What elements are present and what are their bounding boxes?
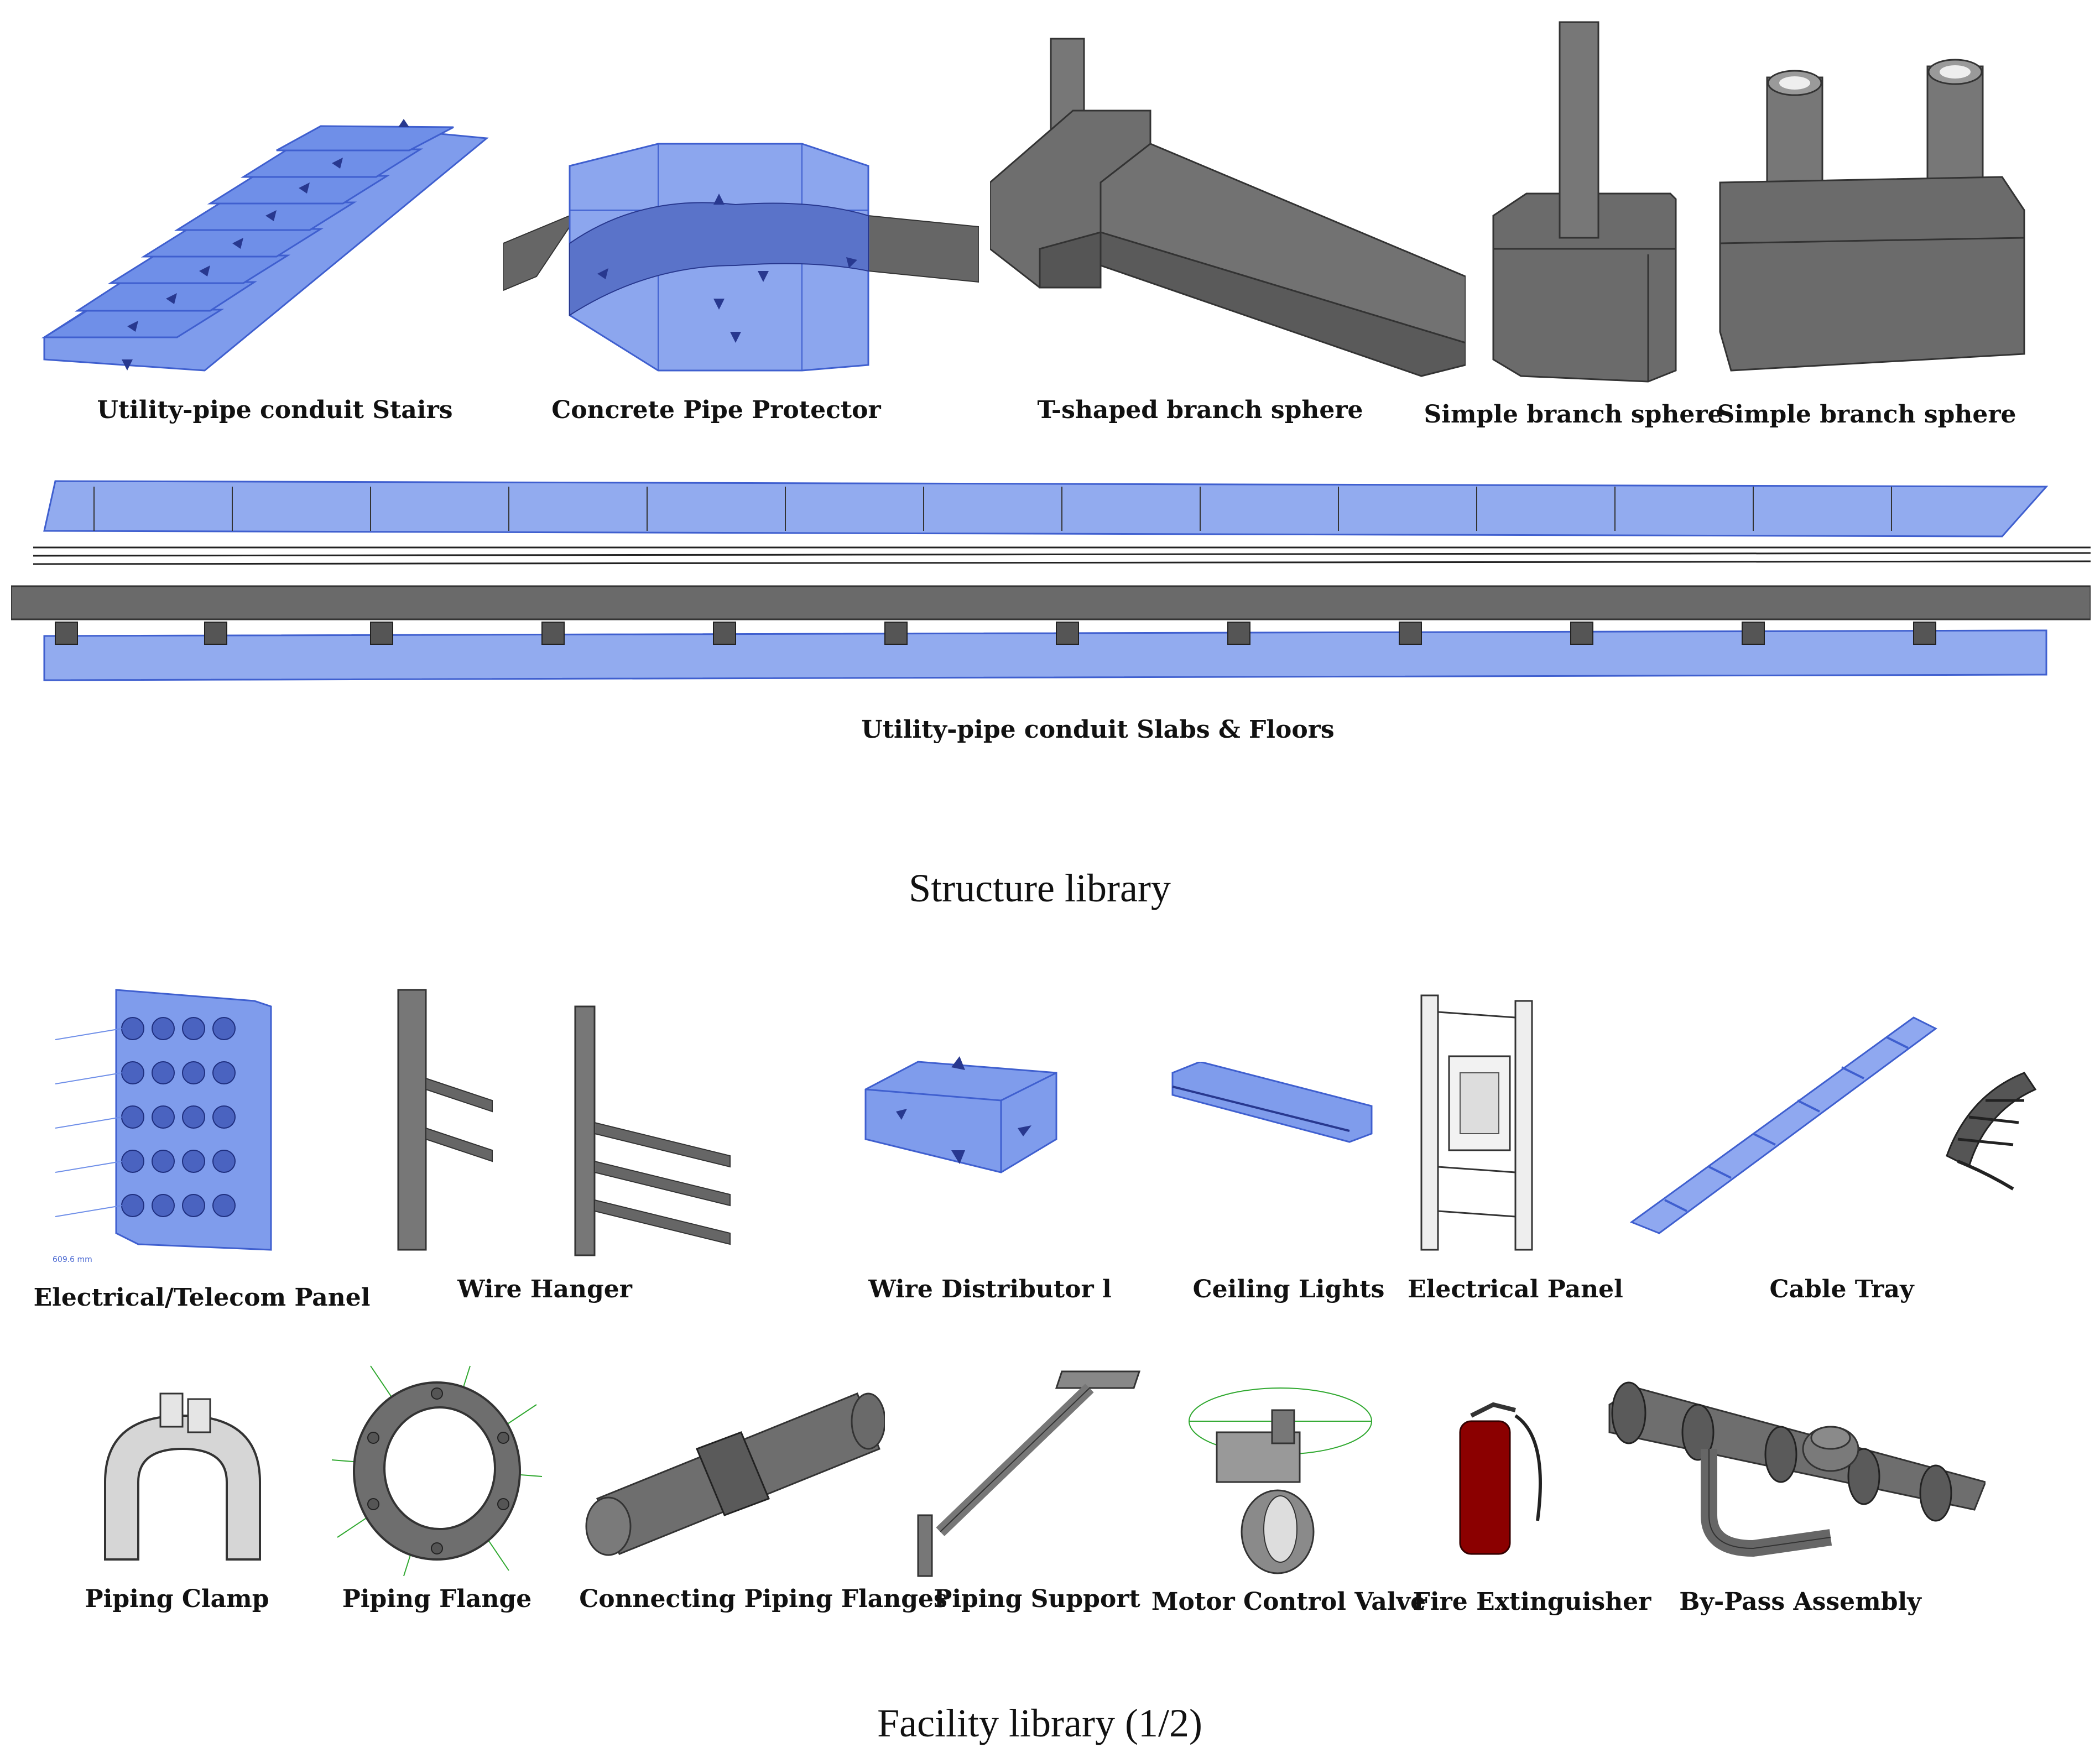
structure-library-title: Structure library — [909, 866, 1171, 910]
caption-conduit-stairs: Utility-pipe conduit Stairs — [97, 396, 453, 424]
caption-motor-control-valve: Motor Control Valve — [1151, 1588, 1426, 1616]
caption-wire-distributor: Wire Distributor l — [868, 1275, 1112, 1303]
connecting-piping-flanges-illustration — [575, 1382, 885, 1565]
electrical-panel-illustration — [1416, 990, 1538, 1255]
caption-simple-branch-sphere-2: Simple branch sphere — [1717, 400, 2016, 429]
cable-tray-illustration — [1626, 1006, 2046, 1239]
conduit-stairs-illustration — [39, 116, 492, 376]
simple-branch-sphere-2-illustration — [1715, 55, 2035, 382]
caption-electrical-panel: Electrical Panel — [1408, 1275, 1623, 1303]
electrical-telecom-panel-illustration — [39, 984, 293, 1261]
caption-piping-flange: Piping Flange — [342, 1585, 532, 1613]
piping-flange-illustration — [326, 1360, 548, 1582]
t-shaped-branch-sphere-illustration — [990, 33, 1466, 387]
simple-branch-sphere-1-illustration — [1488, 17, 1681, 387]
caption-fire-extinguisher: Fire Extinguisher — [1413, 1588, 1651, 1616]
caption-piping-clamp: Piping Clamp — [85, 1585, 269, 1613]
dimension-label: 609.6 mm — [53, 1255, 92, 1264]
caption-connecting-piping-flanges: Connecting Piping Flanges — [579, 1585, 947, 1613]
fire-extinguisher-illustration — [1449, 1394, 1560, 1559]
caption-concrete-pipe-protector: Concrete Pipe Protector — [551, 396, 881, 424]
wire-distributor-illustration — [863, 1056, 1062, 1178]
motor-control-valve-illustration — [1184, 1371, 1377, 1582]
caption-wire-hanger: Wire Hanger — [457, 1275, 632, 1303]
caption-by-pass-assembly: By-Pass Assembly — [1679, 1588, 1921, 1616]
concrete-pipe-protector-illustration — [503, 133, 979, 376]
ceiling-lights-illustration — [1167, 1062, 1377, 1145]
wire-hanger-illustration — [382, 984, 736, 1261]
piping-clamp-illustration — [94, 1382, 265, 1565]
facility-library-title: Facility library (1/2) — [877, 1701, 1202, 1745]
caption-t-shaped-branch-sphere: T-shaped branch sphere — [1037, 396, 1363, 424]
caption-simple-branch-sphere-1: Simple branch sphere — [1424, 400, 1723, 429]
by-pass-assembly-illustration — [1598, 1371, 1986, 1576]
conduit-slabs-floors-illustration — [11, 465, 2091, 702]
caption-cable-tray: Cable Tray — [1769, 1275, 1914, 1303]
caption-piping-support: Piping Support — [934, 1585, 1140, 1613]
caption-ceiling-lights: Ceiling Lights — [1192, 1275, 1385, 1303]
piping-support-illustration — [907, 1366, 1145, 1587]
caption-electrical-telecom-panel: Electrical/Telecom Panel — [33, 1284, 371, 1312]
caption-conduit-slabs-floors: Utility-pipe conduit Slabs & Floors — [861, 716, 1335, 744]
